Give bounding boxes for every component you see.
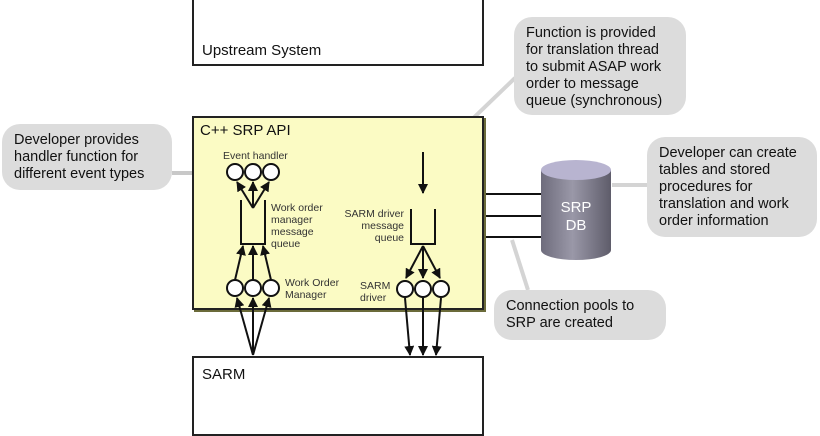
event-handler-label: Event handler <box>223 150 288 162</box>
srp-db-cylinder <box>541 160 611 260</box>
api-title: C++ SRP API <box>200 122 291 139</box>
arrow <box>422 245 441 279</box>
wo-queue-line: Work order <box>271 202 323 214</box>
wo-manager-line: Manager <box>285 289 327 301</box>
wo-queue-line: message <box>271 226 314 238</box>
callout-function: Function is provided for translation thr… <box>514 17 686 115</box>
sarm-driver-node <box>414 280 432 298</box>
sarm-queue-label: SARM driver message queue <box>342 208 404 244</box>
sarm-driver-line: driver <box>360 292 387 304</box>
arrow <box>234 245 246 281</box>
wo-queue-label: Work order manager message queue <box>271 202 323 250</box>
sarm-driver-label: SARM driver <box>360 280 390 304</box>
arrow <box>252 297 272 356</box>
wo-manager-node <box>244 279 262 297</box>
db-label-line2: DB <box>565 217 587 234</box>
event-handler-node <box>262 163 280 181</box>
sarm-queue-line: queue <box>374 232 404 244</box>
arrow <box>236 181 254 209</box>
db-label: SRP DB <box>541 199 611 235</box>
sarm-queue-line: message <box>361 220 404 232</box>
upstream-system-box: Upstream System <box>192 0 484 66</box>
arrow <box>404 297 415 356</box>
arrow <box>234 297 254 356</box>
arrow <box>252 181 270 209</box>
flow-graphics <box>226 152 611 356</box>
wo-manager-label: Work Order Manager <box>285 277 339 301</box>
event-handler-node <box>226 163 244 181</box>
arrow <box>260 245 272 281</box>
sarm-driver-node <box>396 280 414 298</box>
arrow <box>431 297 442 356</box>
pools-connector <box>510 239 530 291</box>
wo-queue-line: queue <box>271 238 301 250</box>
sarm-label: SARM <box>202 366 246 383</box>
wo-message-queue <box>240 200 266 245</box>
event-handler-node <box>244 163 262 181</box>
sarm-queue-line: SARM driver <box>344 208 404 220</box>
wo-manager-node <box>262 279 280 297</box>
db-label-line1: SRP <box>560 199 592 216</box>
callout-pools: Connection pools to SRP are created <box>494 290 666 340</box>
wo-manager-line: Work Order <box>285 277 340 289</box>
upstream-system-label: Upstream System <box>202 42 322 59</box>
sarm-driver-line: SARM <box>360 280 391 292</box>
callout-handler: Developer provides handler function for … <box>2 124 172 190</box>
wo-manager-node <box>226 279 244 297</box>
callout-tables: Developer can create tables and stored p… <box>647 137 817 237</box>
arrow <box>405 245 424 279</box>
sarm-message-queue <box>410 209 436 245</box>
sarm-driver-node <box>432 280 450 298</box>
wo-queue-line: manager <box>271 214 313 226</box>
